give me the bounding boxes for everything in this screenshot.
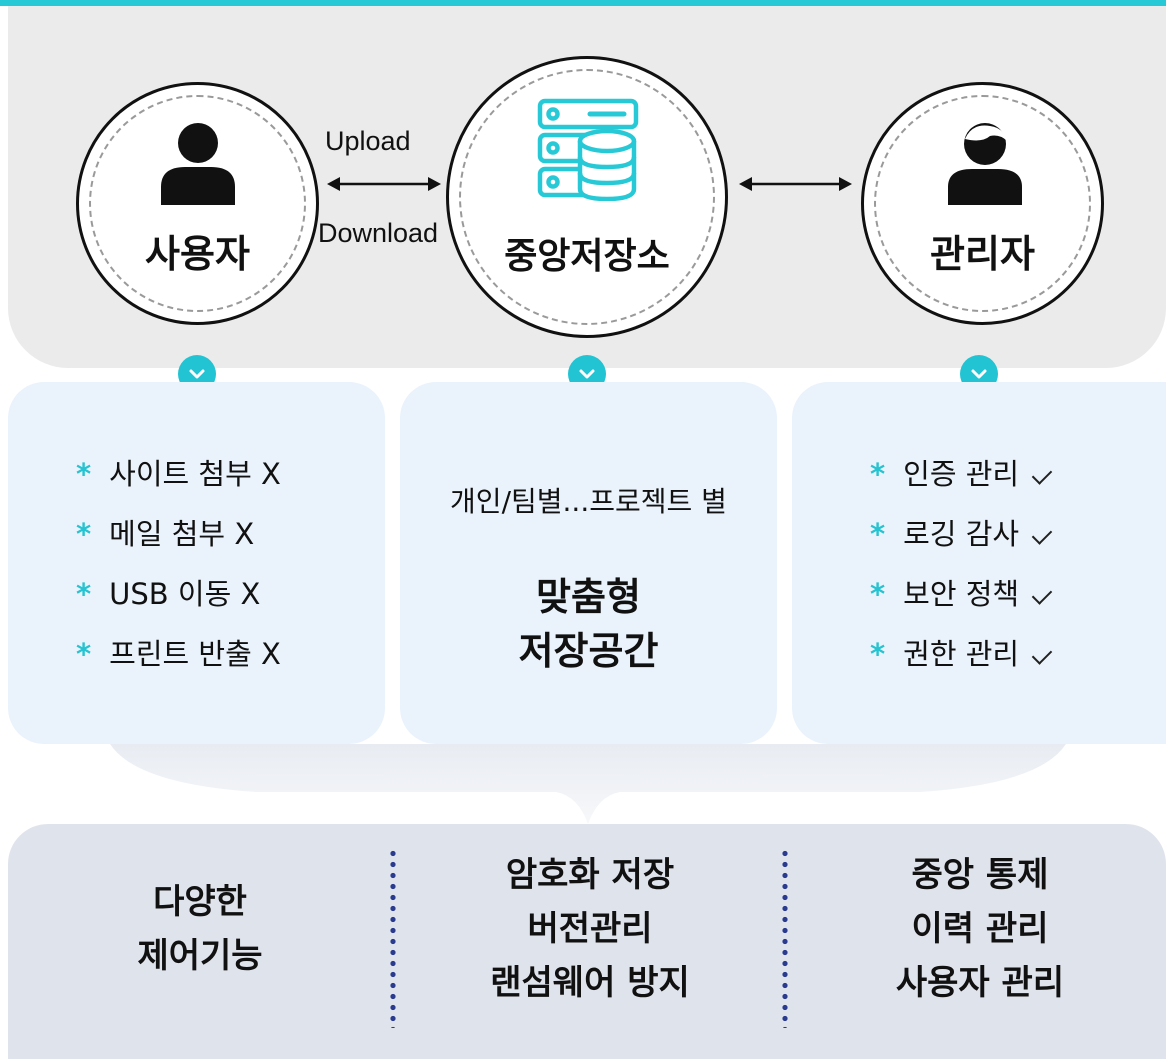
storage-node: 중앙저장소: [446, 56, 728, 338]
dotted-divider: [782, 848, 788, 1028]
admin-node-label: 관리자: [930, 232, 1035, 276]
asterisk-bullet-icon: *: [76, 577, 92, 611]
user-restriction-list: *사이트 첨부 X *메일 첨부 X *USB 이동 X *프린트 반출 X: [76, 454, 281, 694]
check-icon: [1031, 644, 1053, 665]
summary-line: 제어기능: [137, 936, 263, 976]
list-item: *보안 정책: [870, 574, 1053, 634]
database-server-icon: [537, 98, 639, 201]
user-icon: [161, 123, 235, 205]
user-card: *사이트 첨부 X *메일 첨부 X *USB 이동 X *프린트 반출 X: [8, 382, 385, 744]
check-icon: [1031, 584, 1053, 605]
top-accent-line: [0, 0, 1166, 6]
check-icon: [1031, 464, 1053, 485]
user-node: 사용자: [76, 82, 319, 325]
summary-line: 이력 관리: [911, 909, 1049, 949]
dotted-divider: [390, 848, 396, 1028]
summary-line: 랜섬웨어 방지: [490, 963, 690, 1003]
admin-node: 관리자: [861, 82, 1104, 325]
summary-line: 다양한: [153, 882, 247, 922]
list-item: *USB 이동 X: [76, 577, 261, 611]
summary-line: 중앙 통제: [911, 855, 1049, 895]
merge-funnel-shape: [110, 744, 1066, 824]
storage-admin-arrow: [739, 177, 852, 191]
admin-user-icon: [948, 123, 1022, 205]
admin-node-dashed-ring: [874, 95, 1091, 312]
admin-card: *인증 관리 *로깅 감사 *보안 정책 *권한 관리: [792, 382, 1166, 744]
feature-summary-panel: [8, 824, 1166, 1059]
storage-card: 개인/팀별...프로젝트 별 맞춤형 저장공간: [400, 382, 777, 744]
admin-feature-list: *인증 관리 *로깅 감사 *보안 정책 *권한 관리: [870, 454, 1053, 694]
list-item: *프린트 반출 X: [76, 637, 281, 671]
check-icon: [1031, 524, 1053, 545]
asterisk-bullet-icon: *: [870, 517, 886, 551]
list-item: *메일 첨부 X: [76, 517, 255, 551]
storage-node-label: 중앙저장소: [504, 236, 670, 277]
user-storage-arrow: [327, 177, 441, 191]
storage-card-title-line: 맞춤형: [536, 575, 641, 619]
list-item: *로깅 감사: [870, 514, 1053, 574]
asterisk-bullet-icon: *: [870, 577, 886, 611]
summary-column-admin: 중앙 통제 이력 관리 사용자 관리: [840, 848, 1120, 1010]
storage-card-subtitle: 개인/팀별...프로젝트 별: [450, 485, 727, 518]
summary-column-control: 다양한 제어기능: [80, 875, 320, 983]
asterisk-bullet-icon: *: [76, 637, 92, 671]
asterisk-bullet-icon: *: [76, 517, 92, 551]
asterisk-bullet-icon: *: [870, 457, 886, 491]
storage-card-title-line: 저장공간: [518, 629, 659, 673]
storage-card-title: 맞춤형 저장공간: [400, 570, 777, 678]
user-node-label: 사용자: [145, 232, 250, 276]
summary-line: 암호화 저장: [505, 855, 675, 895]
summary-line: 버전관리: [527, 909, 653, 949]
asterisk-bullet-icon: *: [76, 457, 92, 491]
download-label: Download: [318, 218, 439, 248]
list-item: *인증 관리: [870, 454, 1053, 514]
list-item: *권한 관리: [870, 634, 1053, 694]
summary-column-storage: 암호화 저장 버전관리 랜섬웨어 방지: [440, 848, 740, 1010]
list-item: *사이트 첨부 X: [76, 457, 281, 491]
summary-line: 사용자 관리: [895, 963, 1065, 1003]
storage-node-dashed-ring: [459, 69, 715, 325]
asterisk-bullet-icon: *: [870, 637, 886, 671]
upload-label: Upload: [325, 126, 411, 156]
user-node-dashed-ring: [89, 95, 306, 312]
